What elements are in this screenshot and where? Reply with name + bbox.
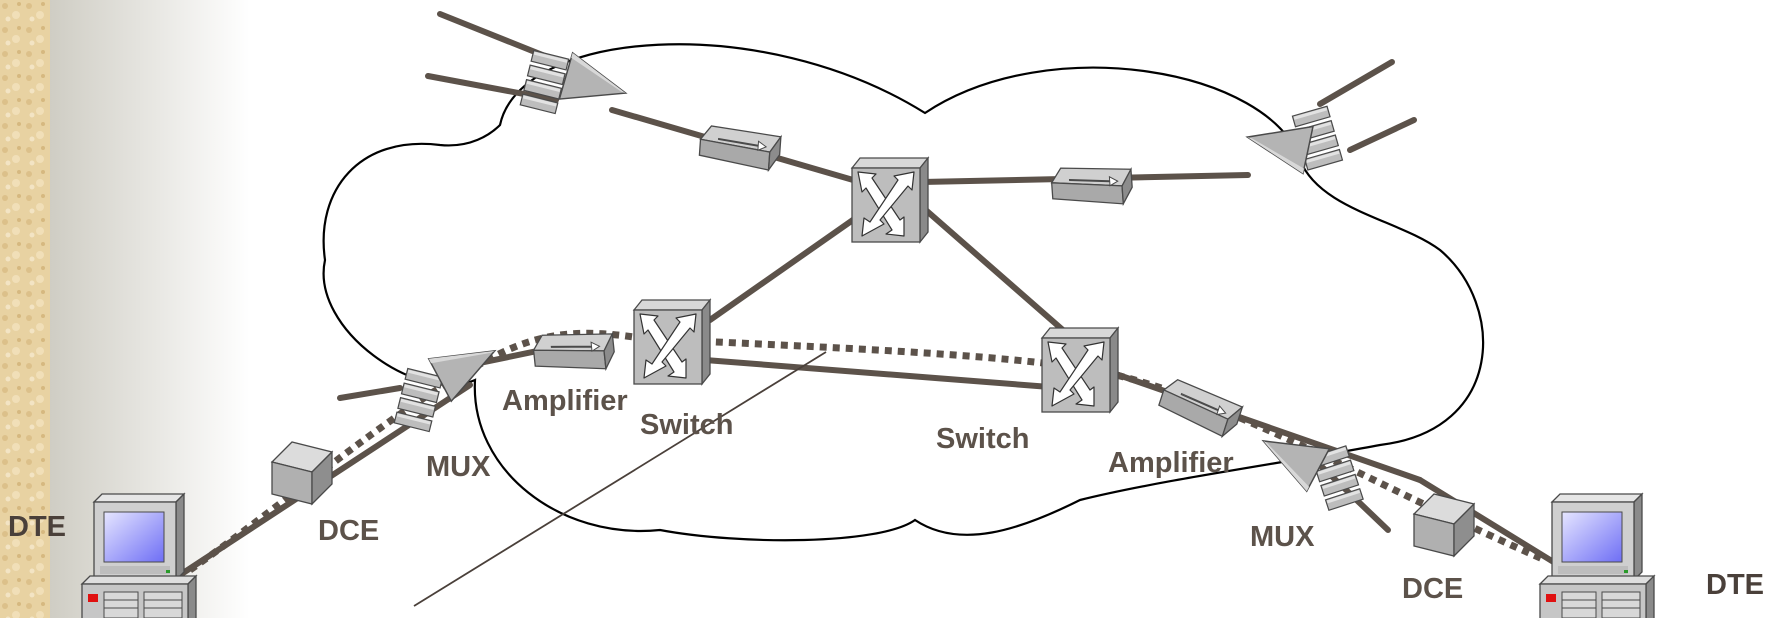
switch-icon (851, 157, 929, 243)
tail-topright-1 (1317, 59, 1395, 107)
link-switch-top-to-left (707, 212, 863, 323)
label-dte-left: DTE (8, 511, 66, 543)
modem-icon (271, 441, 333, 505)
label-amplifier-right: Amplifier (1108, 447, 1234, 479)
label-amplifier-left: Amplifier (502, 385, 628, 417)
link-switch-top-to-right (917, 202, 1083, 348)
cloud-icon (322, 43, 1485, 542)
link-right-dce-dte (1417, 477, 1563, 569)
tail-topright-2 (1347, 117, 1417, 153)
label-switch-left: Switch (640, 409, 733, 441)
switch-icon (1041, 327, 1119, 413)
repeater-icon (531, 327, 617, 377)
label-switch-right: Switch (936, 423, 1029, 455)
label-mux-left: MUX (426, 451, 491, 483)
label-mux-right: MUX (1250, 521, 1315, 553)
repeater-icon (1050, 162, 1134, 210)
side-texture (0, 0, 50, 618)
pointer-line (413, 351, 827, 607)
modem-icon (1413, 493, 1475, 557)
switch-icon (633, 299, 711, 385)
multiplexer-icon (519, 49, 570, 115)
label-dce-left: DCE (318, 515, 379, 547)
label-dte-right: DTE (1706, 569, 1764, 601)
repeater-icon (698, 124, 782, 172)
repeater-icon (1155, 375, 1245, 441)
computer-icon (1539, 493, 1655, 618)
virtual-circuit-path (187, 329, 1547, 573)
amplifier-icon (427, 328, 507, 402)
amplifier-icon (558, 52, 633, 117)
link-switch-left-to-right (702, 357, 1053, 390)
multiplexer-icon (393, 367, 444, 433)
tail-left-1 (337, 385, 403, 401)
label-dce-right: DCE (1402, 573, 1463, 605)
tail-top-2 (425, 73, 559, 103)
computer-icon (81, 493, 197, 618)
